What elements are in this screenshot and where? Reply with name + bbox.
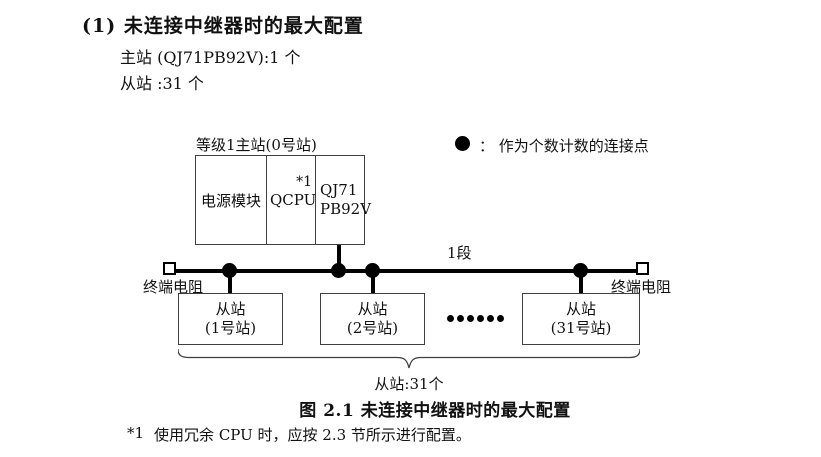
slave31-name: 从站 xyxy=(565,299,596,318)
slave2-name: 从站 xyxy=(357,299,388,318)
footnote: *1 使用冗余 CPU 时，应按 2.3 节所示进行配置。 xyxy=(127,424,471,445)
slave-station-1-box: 从站 (1号站) xyxy=(178,293,283,345)
terminating-resistor-right-icon xyxy=(636,262,649,275)
qj71-label-line1: QJ71 xyxy=(320,181,358,200)
master-count-line: 主站 (QJ71PB92V):1 个 xyxy=(120,48,301,67)
slave-station-31-box: 从站 (31号站) xyxy=(522,293,640,345)
qcpu-label: QCPU xyxy=(270,191,317,209)
slave31-station: (31号站) xyxy=(550,319,612,337)
footnote-ref-marker: *1 xyxy=(296,174,312,190)
slave-count-line: 从站 :31 个 xyxy=(120,74,204,93)
terminating-resistor-left-label: 终端电阻 xyxy=(143,278,204,296)
segment-label: 1段 xyxy=(447,244,472,262)
slave31-drop-line xyxy=(579,271,583,294)
connection-point-slave2 xyxy=(365,263,380,278)
legend-connection-point-icon xyxy=(455,136,470,151)
slave1-station: (1号站) xyxy=(204,319,257,337)
footnote-text: 使用冗余 CPU 时，应按 2.3 节所示进行配置。 xyxy=(154,426,471,444)
master-station-box: 电源模块 *1 QCPU QJ71 PB92V xyxy=(195,155,371,245)
slave1-name: 从站 xyxy=(215,299,246,318)
figure-caption: 图 2.1 未连接中继器时的最大配置 xyxy=(299,401,571,421)
terminating-resistor-left-icon xyxy=(163,262,176,275)
qj71pb92v-cell: QJ71 PB92V xyxy=(315,156,371,244)
master-station-label: 等级1主站(0号站) xyxy=(196,136,317,154)
master-drop-line xyxy=(337,245,341,271)
brace-shape xyxy=(178,349,640,369)
section-heading: (1) 未连接中继器时的最大配置 xyxy=(82,15,364,37)
ellipsis-icon xyxy=(447,315,504,322)
slave1-drop-line xyxy=(228,271,232,294)
qcpu-cell: *1 QCPU xyxy=(266,156,317,244)
connection-point-slave31 xyxy=(573,263,588,278)
terminating-resistor-right-label: 终端电阻 xyxy=(611,278,672,296)
slave-station-2-box: 从站 (2号站) xyxy=(320,293,425,345)
footnote-marker: *1 xyxy=(127,424,145,442)
slave2-drop-line xyxy=(371,271,375,294)
connection-point-slave1 xyxy=(222,263,237,278)
bus-line xyxy=(168,269,644,273)
brace-label: 从站:31个 xyxy=(374,375,444,393)
slave2-station: (2号站) xyxy=(346,319,399,337)
qj71-label-line2: PB92V xyxy=(320,200,372,218)
legend-text: ： 作为个数计数的连接点 xyxy=(479,137,649,155)
power-module-cell: 电源模块 xyxy=(200,191,261,210)
